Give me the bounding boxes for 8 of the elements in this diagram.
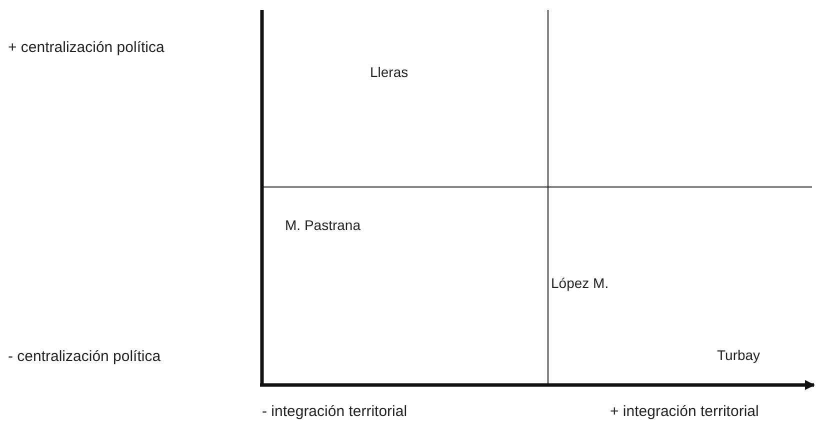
quadrant-label: López M. — [551, 276, 609, 290]
quadrant-label: Lleras — [370, 65, 408, 79]
axis-label: - integración territorial — [262, 404, 408, 419]
axis-label: + centralización política — [8, 40, 164, 55]
quadrant-label: M. Pastrana — [285, 218, 360, 232]
quadrant-label: Turbay — [717, 348, 760, 362]
axis-label: + integración territorial — [610, 404, 759, 419]
axis-label: - centralización política — [8, 349, 161, 364]
